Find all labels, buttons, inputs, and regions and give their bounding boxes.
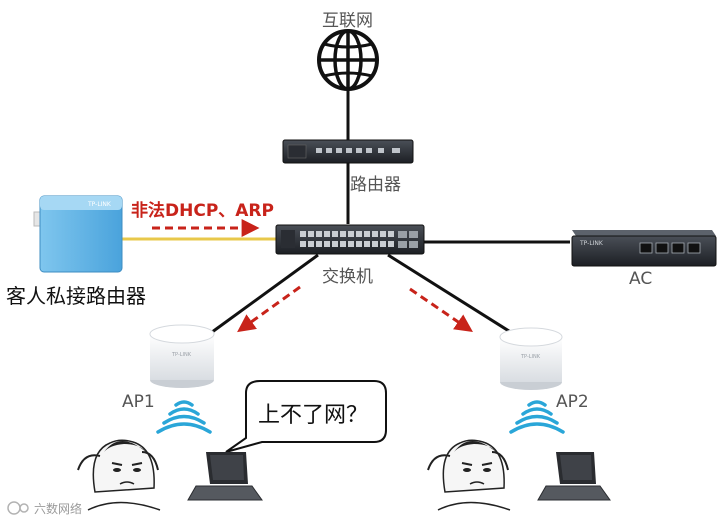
switch-port [388, 241, 394, 247]
guest-router-brand-logo: TP-LINK [87, 201, 112, 208]
watermark-text: 六数网络 [34, 502, 83, 516]
connection-lines [120, 90, 570, 340]
switch-port [388, 231, 394, 237]
switch-port [316, 231, 322, 237]
guest-router-device: TP-LINK [33, 195, 123, 273]
ap2-wifi-icon [509, 400, 565, 434]
switch-port [300, 231, 306, 237]
speech-bubble-text: 上不了网？ [258, 403, 369, 428]
switch-port [364, 231, 370, 237]
attack-arrow-to-ap1 [237, 285, 301, 333]
switch-port [300, 241, 306, 247]
switch-port [364, 241, 370, 247]
switch-port [308, 241, 314, 247]
user1-confused-face-icon [77, 439, 161, 511]
switch-port [356, 231, 362, 237]
attack-label: 非法DHCP、ARP [131, 201, 274, 221]
switch-port [372, 241, 378, 247]
svg-text:TP-LINK: TP-LINK [171, 352, 192, 358]
switch-port [380, 241, 386, 247]
ac-brand-logo: TP-LINK [579, 240, 604, 247]
attack-arrows [152, 219, 473, 333]
switch-port [324, 241, 330, 247]
ac-label: AC [629, 269, 653, 289]
router-device [282, 139, 414, 164]
switch-port [340, 231, 346, 237]
switch-port [348, 241, 354, 247]
switch-port [324, 231, 330, 237]
ap2-device: TP-LINK [499, 327, 563, 390]
watermark-logo-icon [7, 501, 29, 515]
laptop2-icon [537, 452, 611, 501]
ap1-device: TP-LINK [149, 324, 215, 388]
switch-label: 交换机 [322, 267, 373, 287]
attack-arrow-to-ap2 [409, 287, 473, 333]
speech-bubble [225, 380, 387, 453]
switch-ap2-link [387, 253, 521, 340]
switch-port [380, 231, 386, 237]
internet-globe-icon [317, 29, 379, 91]
switch-port [316, 241, 322, 247]
switch-ap1-link [207, 253, 319, 337]
router-label: 路由器 [350, 175, 401, 195]
svg-text:TP-LINK: TP-LINK [520, 354, 541, 360]
switch-device [275, 224, 425, 255]
internet-label: 互联网 [322, 11, 373, 31]
switch-port [332, 241, 338, 247]
switch-port [332, 231, 338, 237]
switch-port [308, 231, 314, 237]
switch-port [348, 231, 354, 237]
guest-router-label: 客人私接路由器 [6, 284, 146, 308]
laptop1-icon [187, 452, 263, 501]
user2-confused-face-icon [427, 439, 511, 511]
ac-controller-device: TP-LINK [571, 230, 717, 267]
ap2-label: AP2 [556, 392, 589, 412]
switch-port [372, 231, 378, 237]
ap1-wifi-icon [156, 400, 212, 434]
ap1-label: AP1 [122, 392, 155, 412]
switch-port [340, 241, 346, 247]
switch-port [356, 241, 362, 247]
